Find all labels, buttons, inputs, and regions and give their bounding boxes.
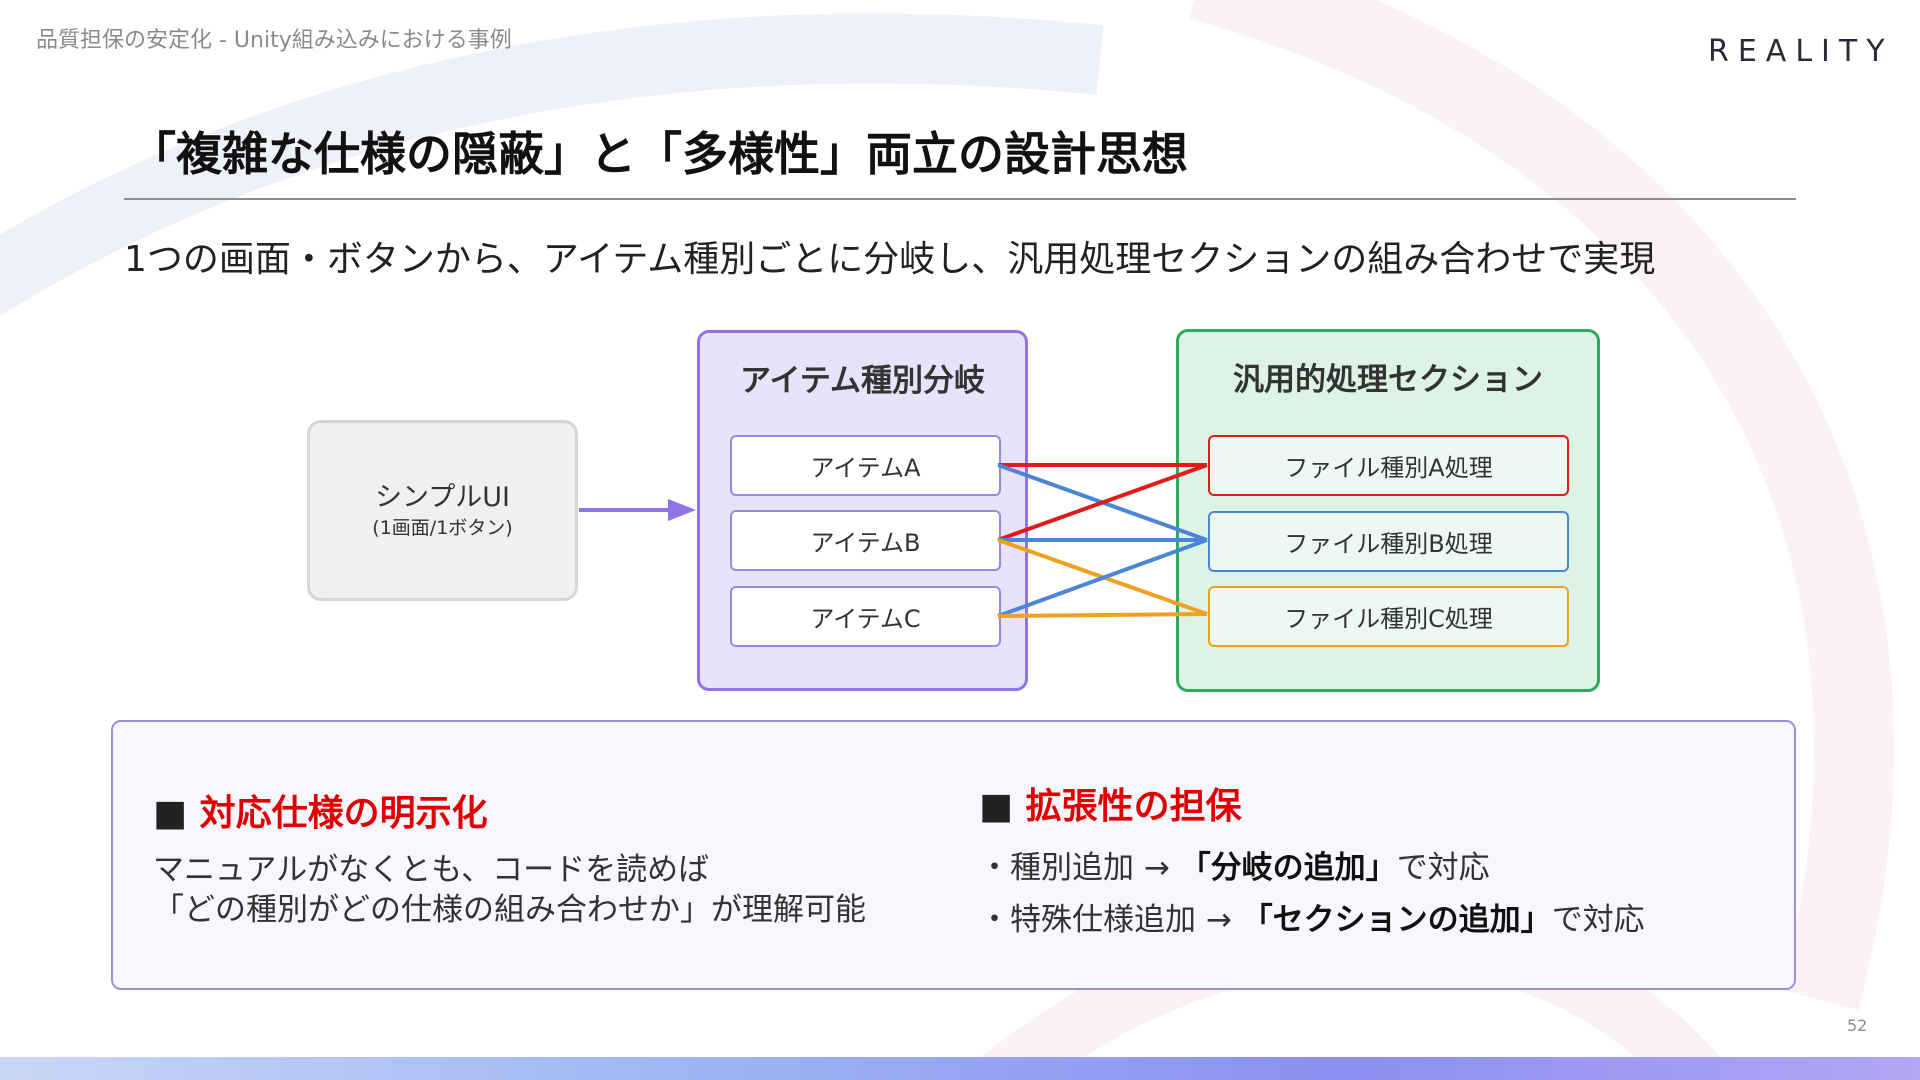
bullet-2-emphasis: 「セクションの追加」 <box>1241 902 1552 938</box>
simple-ui-sublabel: (1画面/1ボタン) <box>372 516 513 539</box>
breadcrumb: 品質担保の安定化 - Unity組み込みにおける事例 <box>36 28 512 53</box>
section-panel-title: 汎用的処理セクション <box>1233 362 1543 398</box>
item-c-box: アイテムC <box>730 586 1001 647</box>
extensibility-title: 拡張性の担保 <box>1025 786 1242 827</box>
bullet-1-emphasis: 「分岐の追加」 <box>1179 850 1397 886</box>
square-bullet-icon: ■ <box>153 793 188 834</box>
reality-logo: REALITY <box>1708 34 1894 69</box>
slide-title: 「複雑な仕様の隠蔽」と「多様性」両立の設計思想 <box>130 127 1188 181</box>
branch-panel-title: アイテム種別分岐 <box>740 363 985 399</box>
page-number: 52 <box>1847 1016 1868 1035</box>
simple-ui-label: シンプルUI <box>375 481 510 513</box>
bullet-2-suffix: で対応 <box>1551 902 1645 938</box>
slide-subtitle: 1つの画面・ボタンから、アイテム種別ごとに分岐し、汎用処理セクションの組み合わせ… <box>124 239 1656 280</box>
spec-clarity-title: 対応仕様の明示化 <box>199 793 488 834</box>
process-b-box: ファイル種別B処理 <box>1208 511 1569 572</box>
extensibility-bullet-2: ・特殊仕様追加 → 「セクションの追加」で対応 <box>979 894 1645 939</box>
item-a-box: アイテムA <box>730 435 1001 496</box>
extensibility-heading: ■ 拡張性の担保 <box>979 777 1242 829</box>
summary-panel: ■ 対応仕様の明示化 マニュアルがなくとも、コードを読めば 「どの種別がどの仕様… <box>111 720 1796 990</box>
spec-clarity-heading: ■ 対応仕様の明示化 <box>153 784 488 836</box>
simple-ui-box: シンプルUI (1画面/1ボタン) <box>307 420 578 601</box>
item-branch-panel: アイテム種別分岐 アイテムA アイテムB アイテムC <box>697 330 1028 691</box>
spec-clarity-line-2: 「どの種別がどの仕様の組み合わせか」が理解可能 <box>153 892 866 928</box>
bullet-2-prefix: ・特殊仕様追加 → <box>979 902 1242 938</box>
square-bullet-icon: ■ <box>979 786 1014 827</box>
extensibility-bullet-1: ・種別追加 → 「分岐の追加」で対応 <box>979 842 1490 887</box>
processing-section-panel: 汎用的処理セクション ファイル種別A処理 ファイル種別B処理 ファイル種別C処理 <box>1176 329 1600 692</box>
process-c-box: ファイル種別C処理 <box>1208 586 1569 647</box>
title-divider <box>124 198 1796 200</box>
process-a-box: ファイル種別A処理 <box>1208 435 1569 496</box>
bullet-1-suffix: で対応 <box>1396 850 1490 886</box>
item-b-box: アイテムB <box>730 510 1001 571</box>
bullet-1-prefix: ・種別追加 → <box>979 850 1180 886</box>
bottom-gradient-bar <box>0 1057 1920 1080</box>
spec-clarity-line-1: マニュアルがなくとも、コードを読めば <box>153 852 710 888</box>
